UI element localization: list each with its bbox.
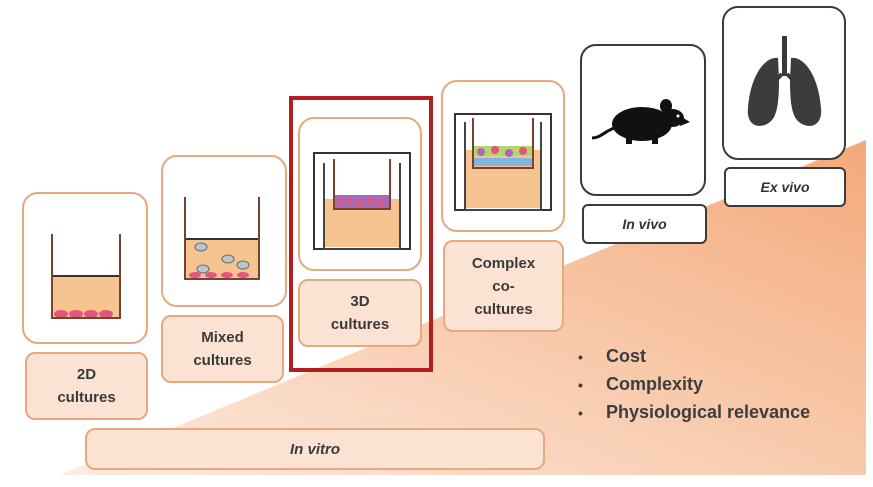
- factor-list: •Cost •Complexity •Physiological relevan…: [578, 342, 810, 426]
- factor-item-physiological-relevance: •Physiological relevance: [578, 402, 811, 422]
- well-complex-coculture: [441, 80, 565, 232]
- ex-vivo-card: [722, 6, 846, 160]
- stage-label-complex: Complex co- cultures: [443, 240, 564, 332]
- well-mixed-culture: [161, 155, 287, 307]
- in-vitro-label: In vitro: [85, 428, 545, 470]
- transwell-3d-icon: [313, 152, 411, 250]
- in-vivo-label: In vivo: [582, 204, 707, 244]
- stage-label-2d: 2D cultures: [25, 352, 148, 420]
- highlight-3d-cultures: [289, 96, 433, 372]
- mouse-icon: [591, 99, 690, 144]
- well-mixed-icon: [184, 197, 260, 280]
- in-vivo-card: [580, 44, 706, 196]
- ex-vivo-label: Ex vivo: [724, 167, 846, 207]
- well-3d-culture: [298, 117, 422, 271]
- transwell-coculture-icon: [454, 113, 552, 211]
- factor-item-complexity: •Complexity: [578, 374, 704, 394]
- well-2d-icon: [51, 234, 121, 319]
- well-2d-culture: [22, 192, 148, 344]
- stage-label-mixed: Mixed cultures: [161, 315, 284, 383]
- factor-item-cost: •Cost: [578, 346, 646, 366]
- lungs-icon: [747, 36, 822, 126]
- stage-label-3d: 3D cultures: [298, 279, 422, 347]
